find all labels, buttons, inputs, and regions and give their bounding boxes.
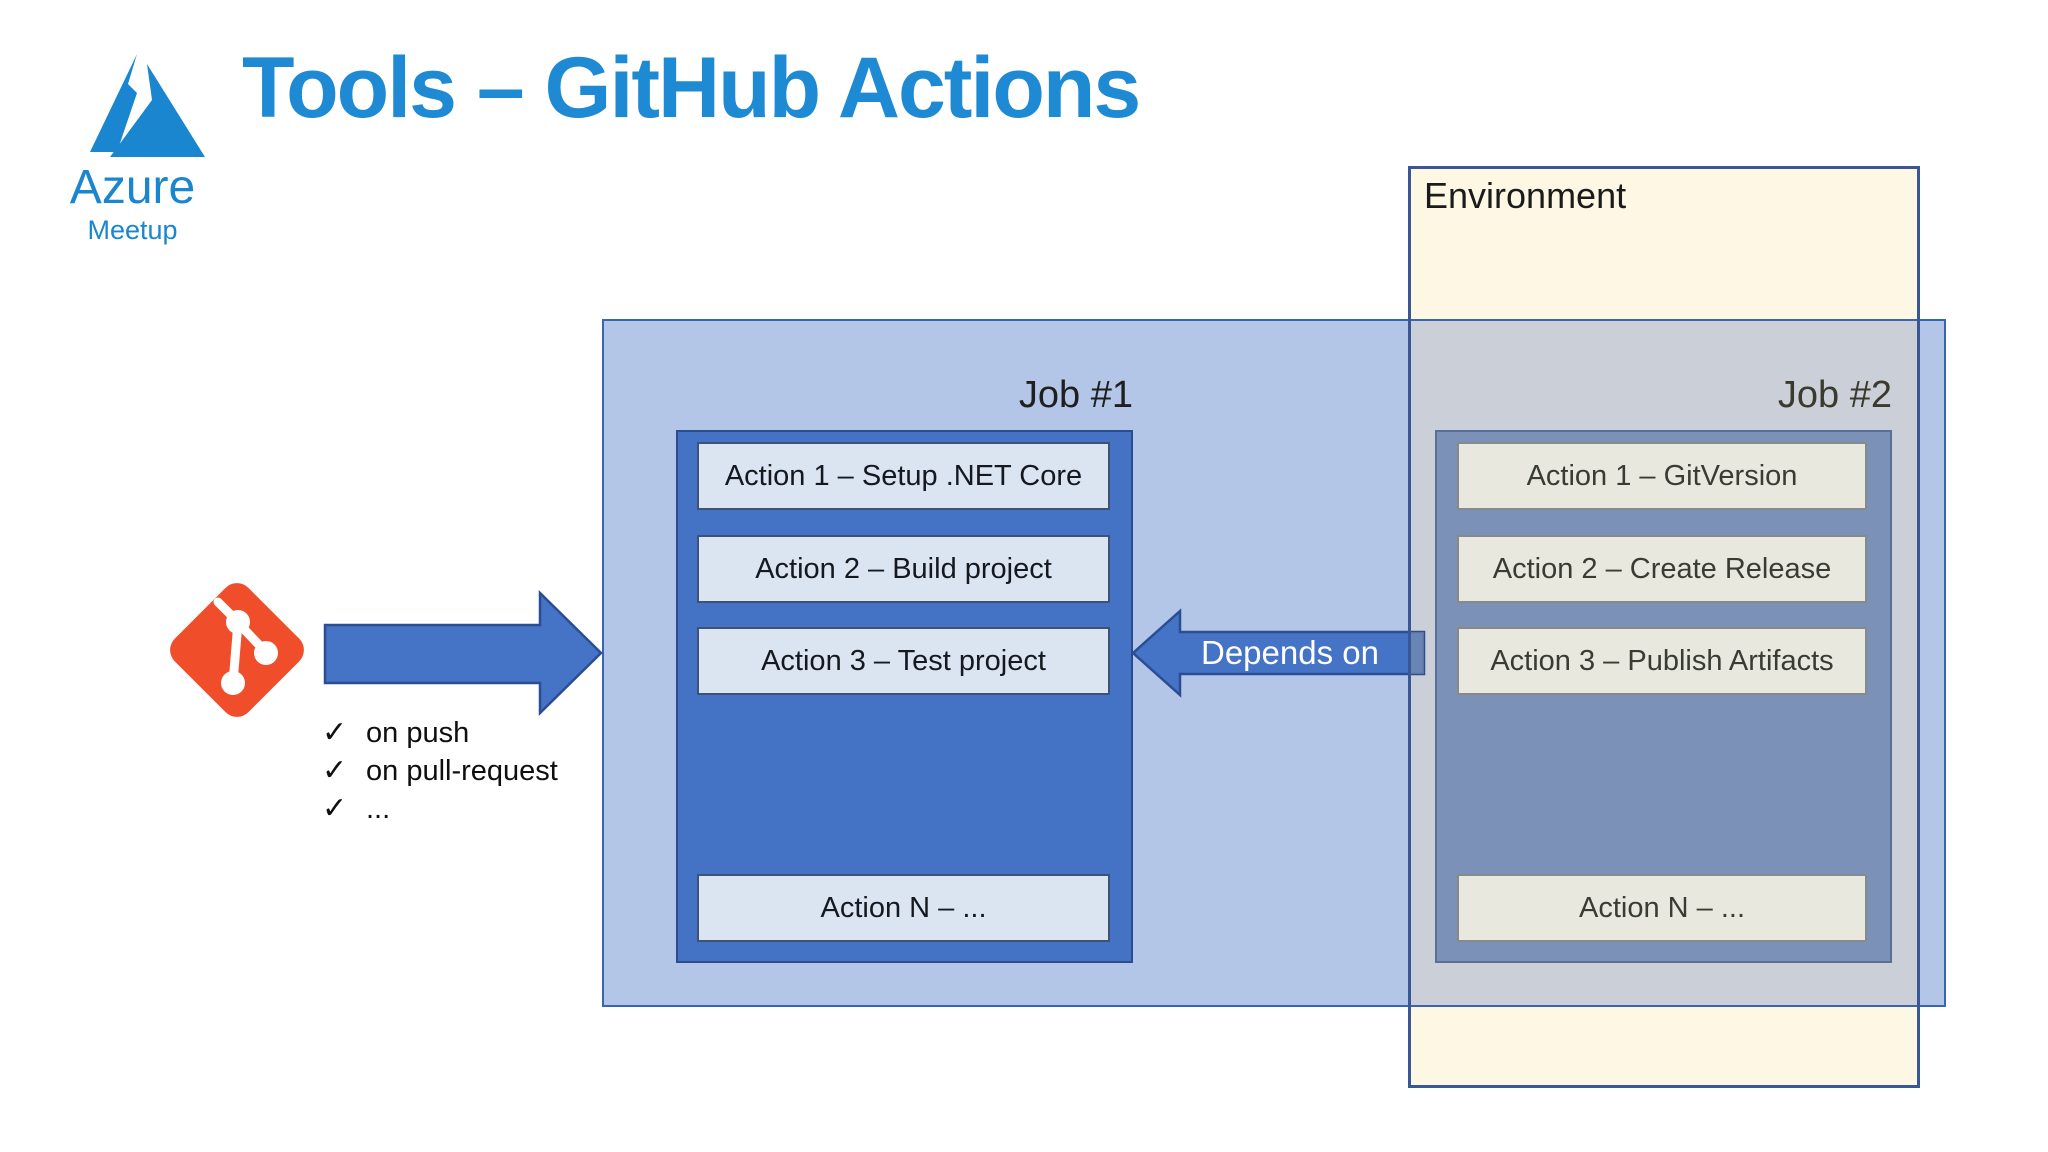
logo-subbrand-text: Meetup	[87, 215, 178, 245]
depends-on-label: Depends on	[1201, 634, 1379, 671]
trigger-item-on-pull-request: ✓ on pull-request	[322, 752, 558, 790]
logo-brand-text: Azure	[69, 161, 196, 214]
git-icon	[170, 583, 304, 717]
job1-action-n: Action N – ...	[697, 874, 1110, 942]
job2-action-n: Action N – ...	[1457, 874, 1867, 942]
job2-action-2: Action 2 – Create Release	[1457, 535, 1867, 603]
environment-label: Environment	[1424, 175, 1627, 216]
job2-action-3: Action 3 – Publish Artifacts	[1457, 627, 1867, 695]
trigger-item-more: ✓ ...	[322, 790, 558, 828]
job2-action-1: Action 1 – GitVersion	[1457, 442, 1867, 510]
left-arrow-icon	[1131, 608, 1426, 698]
job1-label: Job #1	[1018, 374, 1133, 416]
trigger-label: on pull-request	[366, 755, 558, 787]
trigger-list: ✓ on push ✓ on pull-request ✓ ...	[322, 714, 558, 828]
check-icon: ✓	[322, 792, 348, 825]
right-arrow-icon	[323, 590, 603, 716]
trigger-item-on-push: ✓ on push	[322, 714, 558, 752]
job2-label: Job #2	[1777, 374, 1892, 416]
job1-action-2: Action 2 – Build project	[697, 535, 1110, 603]
azure-logo-icon	[90, 54, 205, 157]
page-title: Tools – GitHub Actions	[242, 40, 1141, 136]
check-icon: ✓	[322, 754, 348, 787]
trigger-label: on push	[366, 717, 470, 749]
check-icon: ✓	[322, 716, 348, 749]
job1-action-1: Action 1 – Setup .NET Core	[697, 442, 1110, 510]
trigger-label: ...	[366, 793, 391, 825]
job1-action-3: Action 3 – Test project	[697, 627, 1110, 695]
